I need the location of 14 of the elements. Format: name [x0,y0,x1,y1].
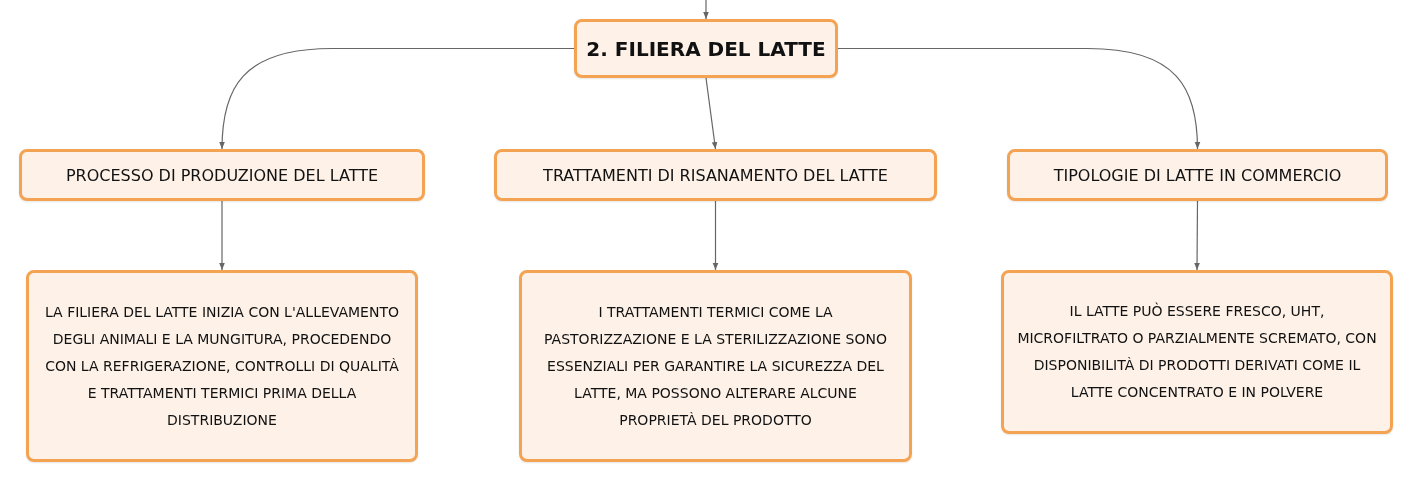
topic-box: 2. FILIERA DEL LATTE [574,19,838,78]
subtopic-box: TIPOLOGIE DI LATTE IN COMMERCIO [1007,149,1388,201]
description-box: I TRATTAMENTI TERMICI COME LA PASTORIZZAZIONE E LA STERILIZZAZIONE SONO ESSENZIALI PER GARANTIRE LA SICUREZZA DEL LATTE, MA POSSONO ALTERARE ALCUNE PROPRIETÀ DEL PRODOTTO [519,270,912,462]
subtopic-box: TRATTAMENTI DI RISANAMENTO DEL LATTE [494,149,937,201]
arrow [837,47,1201,150]
description-box: IL LATTE PUÒ ESSERE FRESCO, UHT, MICROFILTRATO O PARZIALMENTE SCREMATO, CON DISPONIBILITÀ DI PRODOTTI DERIVATI COME IL LATTE CONCENTRATO E IN POLVERE [1001,270,1393,434]
arrow [712,200,719,271]
arrow [703,0,709,20]
arrow [705,77,718,150]
arrow [219,47,575,150]
description-box: LA FILIERA DEL LATTE INIZIA CON L'ALLEVAMENTO DEGLI ANIMALI E LA MUNGITURA, PROCEDENDO CON LA REFRIGERAZIONE, CONTROLLI DI QUALITÀ E TRATTAMENTI TERMICI PRIMA DELLA DISTRIBUZIONE [26,270,418,462]
subtopic-box: PROCESSO DI PRODUZIONE DEL LATTE [19,149,425,201]
arrow [1194,200,1200,271]
arrow [219,200,225,271]
